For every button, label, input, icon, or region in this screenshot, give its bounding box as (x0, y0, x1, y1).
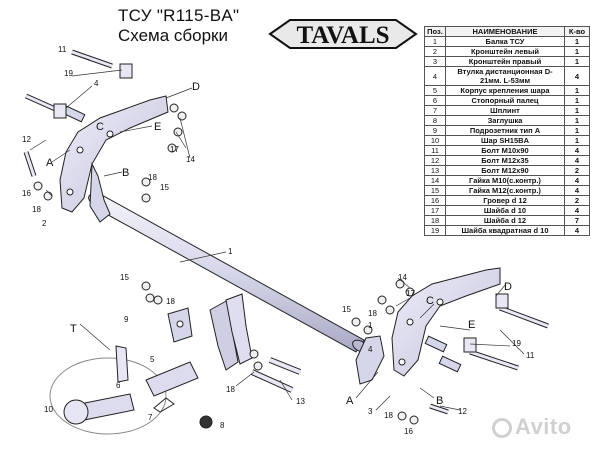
callout-16-right: 16 (404, 427, 413, 436)
callout-C-right: C (426, 295, 434, 307)
callout-T: T (70, 323, 77, 335)
callout-14-right: 14 (398, 273, 407, 282)
callout-11-right: 11 (526, 351, 535, 360)
avito-watermark: Avito (492, 414, 572, 440)
callout-7: 7 (148, 413, 153, 422)
callout-18-mid: 18 (148, 173, 157, 182)
callout-6: 6 (116, 381, 121, 390)
callout-12-left: 12 (22, 135, 31, 144)
parts-cell-qty: 4 (564, 225, 590, 236)
callout-4-right: 4 (368, 345, 373, 354)
callout-9: 9 (124, 315, 129, 324)
leader-lines (29, 53, 525, 411)
callout-5: 5 (150, 355, 155, 364)
callout-A-left: A (46, 157, 54, 169)
callout-15-left: 15 (160, 183, 169, 192)
callout-18-socket: 18 (166, 297, 175, 306)
callout-2: 2 (42, 219, 47, 228)
avito-logo-icon (492, 418, 512, 439)
callout-19-left: 19 (64, 69, 73, 78)
callout-10: 10 (44, 405, 53, 414)
callout-8: 8 (220, 421, 225, 430)
callout-B-left: B (122, 167, 129, 179)
callout-14-left: 14 (186, 155, 195, 164)
right-bracket (355, 267, 501, 385)
bolt-m12x90-set (250, 357, 302, 393)
nuts-and-washers (33, 103, 419, 425)
callout-E-right: E (468, 319, 475, 331)
ball-mount-assembly (49, 345, 213, 435)
bolt-m10x90-set-right (469, 305, 549, 371)
callout-18-left: 18 (32, 205, 41, 214)
callout-1-right: 1 (368, 321, 373, 330)
bolt-m12x35-set (23, 151, 449, 415)
callout-18-bottom: 18 (384, 411, 393, 420)
bolt-m10x90-set-left (24, 49, 113, 115)
callout-15-socket: 15 (120, 273, 129, 282)
center-mount-plates (209, 293, 253, 371)
square-washers (53, 63, 509, 353)
callout-B-right: B (436, 395, 443, 407)
title-line-model: ТСУ "R115-BA" (118, 6, 240, 25)
callout-16-left: 16 (22, 189, 31, 198)
callout-D-left: D (192, 81, 200, 93)
callout-1-beam: 1 (228, 247, 233, 256)
callout-labels: 11 19 4 D C E 17 14 12 A B 16 18 2 18 15… (22, 45, 535, 436)
callout-12-right: 12 (458, 407, 467, 416)
callout-13: 13 (296, 397, 305, 406)
callout-A-right: A (346, 395, 354, 407)
callout-19-right: 19 (512, 339, 521, 348)
callout-17-right: 17 (406, 289, 415, 298)
diagram-title: ТСУ "R115-BA" Схема сборки (118, 6, 278, 46)
callout-E-left: E (154, 121, 161, 133)
title-line-subtitle: Схема сборки (118, 26, 228, 45)
callout-15-right: 15 (342, 305, 351, 314)
callout-D-right: D (504, 281, 512, 293)
callout-18-right: 18 (368, 309, 377, 318)
callout-4-left: 4 (94, 79, 99, 88)
callout-11-left: 11 (58, 45, 67, 54)
callout-3: 3 (368, 407, 373, 416)
watermark-text: Avito (515, 414, 572, 439)
socket-bracket (167, 307, 193, 343)
left-bracket (59, 95, 169, 223)
tavals-logo: TAVALS (268, 19, 418, 49)
callout-17-left: 17 (170, 145, 179, 154)
callout-18-center: 18 (226, 385, 235, 394)
logo-text: TAVALS (296, 22, 389, 49)
callout-C-left: C (96, 121, 104, 133)
